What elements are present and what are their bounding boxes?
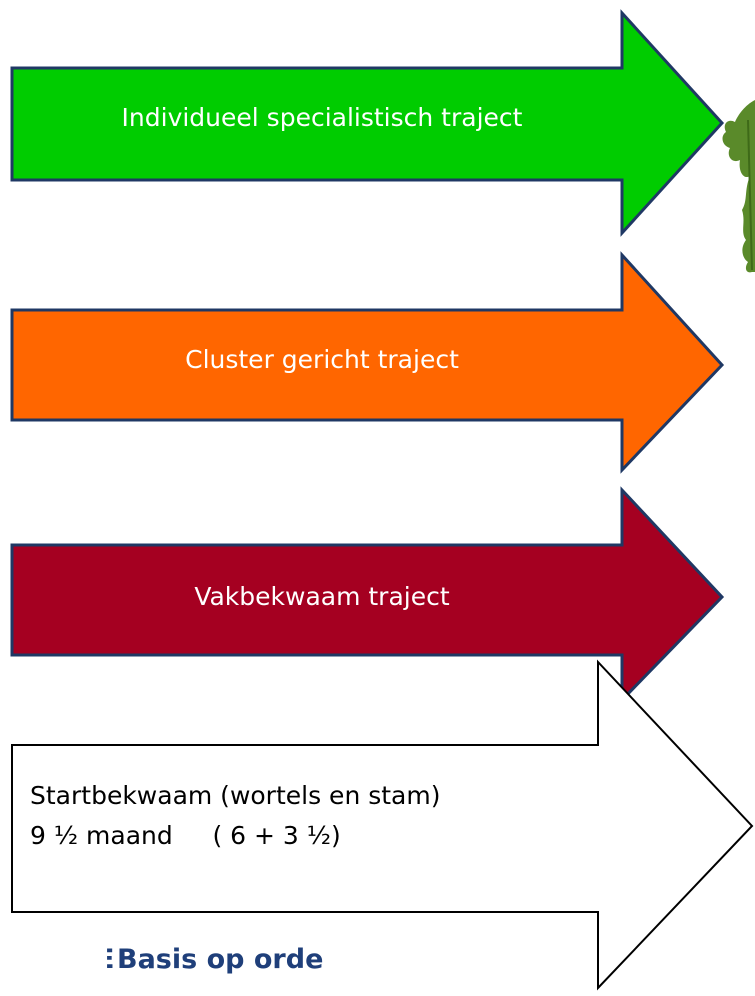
basis-op-orde-title: Basis op orde bbox=[117, 944, 324, 975]
arrow-startbekwaam bbox=[11, 659, 754, 991]
arrow-label-cluster: Cluster gericht traject bbox=[185, 345, 459, 374]
arrow-label-vakbekwaam: Vakbekwaam traject bbox=[194, 582, 450, 611]
arrow-cluster bbox=[10, 251, 725, 474]
startbekwaam-text: Startbekwaam (wortels en stam) 9 ½ maand… bbox=[30, 776, 441, 856]
oak-leaf-icon bbox=[722, 100, 755, 273]
startbekwaam-line2: 9 ½ maand ( 6 + 3 ½) bbox=[30, 821, 341, 850]
arrow-label-individueel: Individueel specialistisch traject bbox=[121, 103, 523, 132]
startbekwaam-line1: Startbekwaam (wortels en stam) bbox=[30, 781, 441, 810]
arrow-individueel bbox=[10, 9, 725, 237]
arrow-vakbekwaam bbox=[10, 486, 725, 704]
partial-glyph: E bbox=[96, 944, 115, 975]
